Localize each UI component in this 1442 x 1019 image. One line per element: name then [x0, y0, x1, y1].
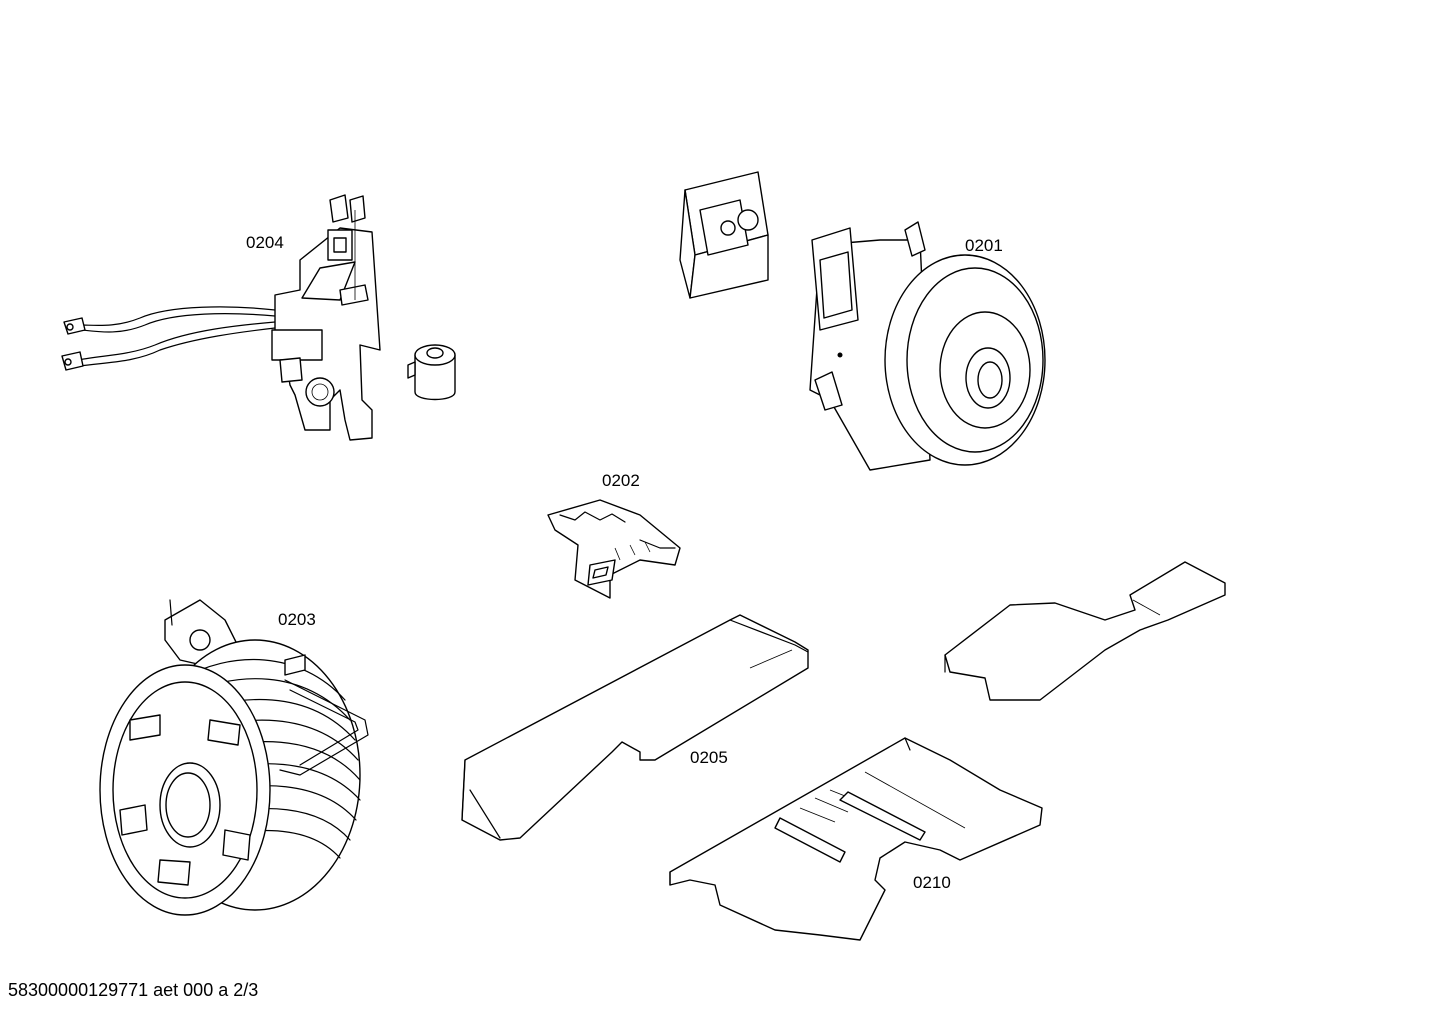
- part-label-0201: 0201: [965, 236, 1003, 255]
- foam-pad-long-part: [461, 614, 809, 841]
- connector-clip-part: [547, 499, 681, 599]
- foam-pad-right-part: [944, 561, 1226, 701]
- part-label-0203: 0203: [278, 610, 316, 629]
- ferrite-core-part: [407, 344, 456, 401]
- foam-pad-large-part: [669, 737, 1043, 941]
- circuit-board-part: [61, 194, 381, 441]
- document-code: 58300000129771 aet 000 a 2/3: [8, 980, 259, 1000]
- part-label-0210: 0210: [913, 873, 951, 892]
- part-label-0205: 0205: [690, 748, 728, 767]
- cable-reel-part: [99, 599, 369, 916]
- part-label-0202: 0202: [602, 471, 640, 490]
- motor-part: [679, 171, 1046, 471]
- part-label-0204: 0204: [246, 233, 284, 252]
